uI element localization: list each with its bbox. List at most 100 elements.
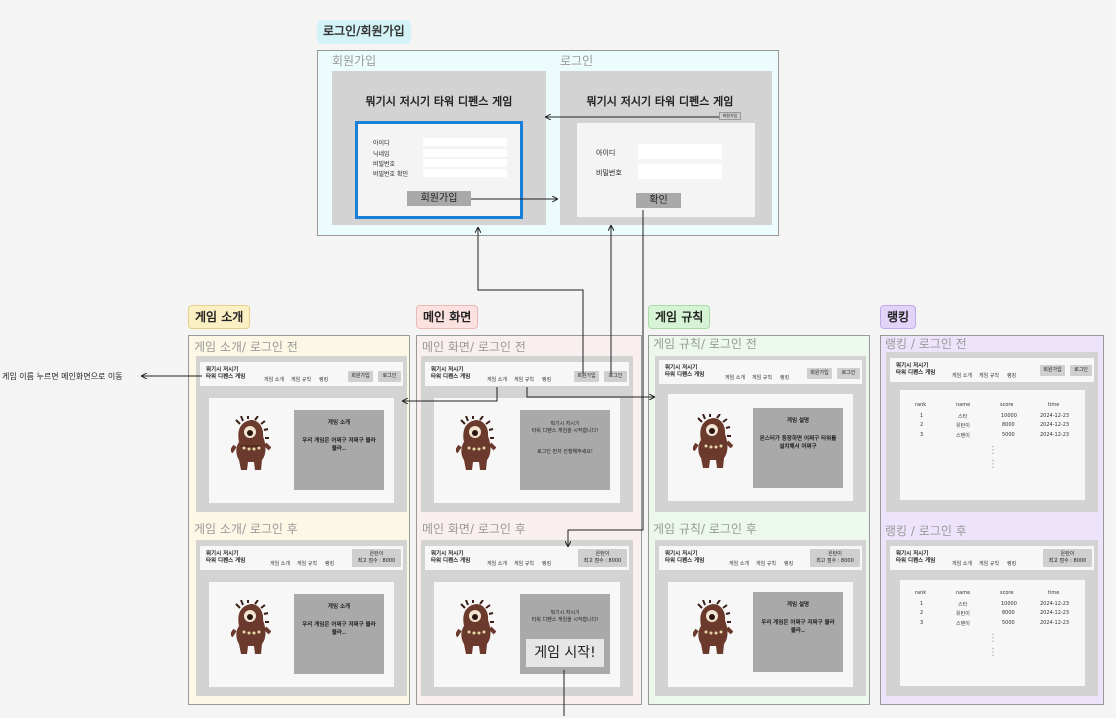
nav-ranking[interactable]: 랭킹: [542, 377, 552, 383]
nav-ranking[interactable]: 랭킹: [784, 561, 794, 567]
cell: 2024-12-23: [1040, 620, 1070, 626]
nav-intro[interactable]: 게임 소개: [725, 375, 745, 381]
cell: 5000: [1002, 620, 1015, 626]
game-start-button[interactable]: 게임 시작!: [526, 639, 604, 667]
col-header-rank: rank: [915, 590, 927, 596]
signup-password-input[interactable]: [423, 159, 507, 167]
label-main-before: 메인 화면/ 로그인 전: [422, 340, 526, 354]
more-indicator: ⋮: [988, 445, 998, 456]
login-button[interactable]: 로그인: [378, 371, 401, 382]
label-ranking-after: 랭킹 / 로그인 후: [885, 524, 967, 538]
login-submit-button[interactable]: 확인: [636, 193, 681, 208]
signup-button[interactable]: 회원가입: [574, 371, 599, 382]
nav-rules[interactable]: 게임 규칙: [752, 375, 772, 381]
more-indicator: ⋮: [988, 647, 998, 658]
signup-button[interactable]: 회원가입: [1040, 365, 1065, 376]
nav-intro[interactable]: 게임 소개: [952, 373, 972, 379]
tag-rules: 게임 규칙: [648, 305, 711, 329]
login-button[interactable]: 로그인: [1070, 365, 1092, 376]
nav-rules[interactable]: 게임 규칙: [514, 561, 534, 567]
signup-button[interactable]: 회원가입: [348, 371, 373, 382]
content-area: 게임 소개 우리 게임은 어쩌구 저쩌구 블라블라..: [209, 582, 394, 687]
arrow-nav-intro: [403, 387, 498, 401]
rules-card: 게임 설명 우리 게임은 어쩌구 저쩌구 블라블라..: [753, 592, 843, 672]
signup-password-confirm-input[interactable]: [423, 169, 507, 177]
login-button[interactable]: 로그인: [837, 368, 860, 379]
signup-nickname-input[interactable]: [423, 149, 507, 157]
monster-image: [693, 414, 733, 468]
nav-intro[interactable]: 게임 소개: [729, 561, 749, 567]
cell: 2: [920, 610, 924, 616]
login-id-input[interactable]: [638, 144, 722, 159]
nav-ranking[interactable]: 랭킹: [1007, 373, 1017, 379]
signup-submit-button[interactable]: 회원가입: [407, 191, 471, 206]
ranking-table: rank name score time 1 스타 10000 2024-12-…: [900, 580, 1085, 686]
content-area: 뭐기시 저시기 타워 디펜스 게임을 시작합니다! 로그인 먼저 진행해주세요!: [434, 398, 620, 503]
cell: 8000: [1002, 610, 1015, 616]
login-button[interactable]: 로그인: [604, 371, 627, 382]
login-password-input[interactable]: [638, 164, 722, 179]
nav-ranking[interactable]: 랭킹: [325, 561, 335, 567]
card-line1: 뭐기시 저시기: [550, 421, 580, 427]
nav-rules[interactable]: 게임 규칙: [291, 377, 311, 383]
nav-intro[interactable]: 게임 소개: [270, 561, 290, 567]
signup-id-input[interactable]: [423, 138, 507, 146]
intro-card: 게임 소개 우리 게임은 어쩌구 저쩌구 블라블라..: [294, 410, 384, 490]
nav-intro[interactable]: 게임 소개: [264, 377, 284, 383]
rules-card: 게임 설명 몬스터가 등장하면 어쩌구 타워를 설치해서 어쩌구: [753, 408, 843, 488]
login-signup-link[interactable]: 회원가입: [719, 112, 741, 120]
nav-intro[interactable]: 게임 소개: [487, 377, 507, 383]
nav-rules[interactable]: 게임 규칙: [297, 561, 317, 567]
ranking-table: rank name score time 1 스타 10000 2024-12-…: [900, 390, 1085, 500]
cell: 스탠이: [956, 433, 970, 439]
cell: 2: [920, 422, 924, 428]
nav-rules[interactable]: 게임 규칙: [979, 561, 999, 567]
cell: 유탄이: [956, 423, 970, 429]
card-title: 게임 소개: [327, 604, 351, 610]
signup-button[interactable]: 회원가입: [807, 368, 832, 379]
col-header-time: time: [1048, 590, 1060, 596]
nav-ranking[interactable]: 랭킹: [1007, 561, 1017, 567]
nav-rules[interactable]: 게임 규칙: [514, 377, 534, 383]
label-rules-before: 게임 규칙/ 로그인 전: [653, 337, 757, 351]
nav-ranking[interactable]: 랭킹: [319, 377, 329, 383]
label-intro-before: 게임 소개/ 로그인 전: [194, 340, 298, 354]
login-prompt: 로그인 먼저 진행해주세요!: [537, 449, 593, 455]
card-body: 우리 게임은 어쩌구 저쩌구 블라블라..: [302, 438, 376, 452]
nav-ranking[interactable]: 랭킹: [780, 375, 790, 381]
tag-intro: 게임 소개: [188, 305, 251, 329]
nav-ranking[interactable]: 랭킹: [542, 561, 552, 567]
col-header-time: time: [1048, 402, 1060, 408]
arrow-main-signup-to-signup: [478, 228, 584, 374]
nav-rules[interactable]: 게임 규칙: [756, 561, 776, 567]
content-area: 게임 설명 몬스터가 등장하면 어쩌구 타워를 설치해서 어쩌구: [668, 394, 853, 501]
monster-icon: [231, 600, 271, 654]
nav-intro[interactable]: 게임 소개: [487, 561, 507, 567]
nav-rules[interactable]: 게임 규칙: [979, 373, 999, 379]
nav-intro[interactable]: 게임 소개: [952, 561, 972, 567]
monster-icon: [693, 600, 733, 654]
card-body: 우리 게임은 어쩌구 저쩌구 블라블라..: [302, 622, 376, 636]
cell: 유탄이: [956, 611, 970, 617]
content-area: 게임 설명 우리 게임은 어쩌구 저쩌구 블라블라..: [668, 582, 853, 687]
monster-image: [456, 416, 496, 470]
cell: 스타: [958, 602, 968, 608]
cell: 스탠이: [956, 621, 970, 627]
monster-icon: [456, 416, 496, 470]
